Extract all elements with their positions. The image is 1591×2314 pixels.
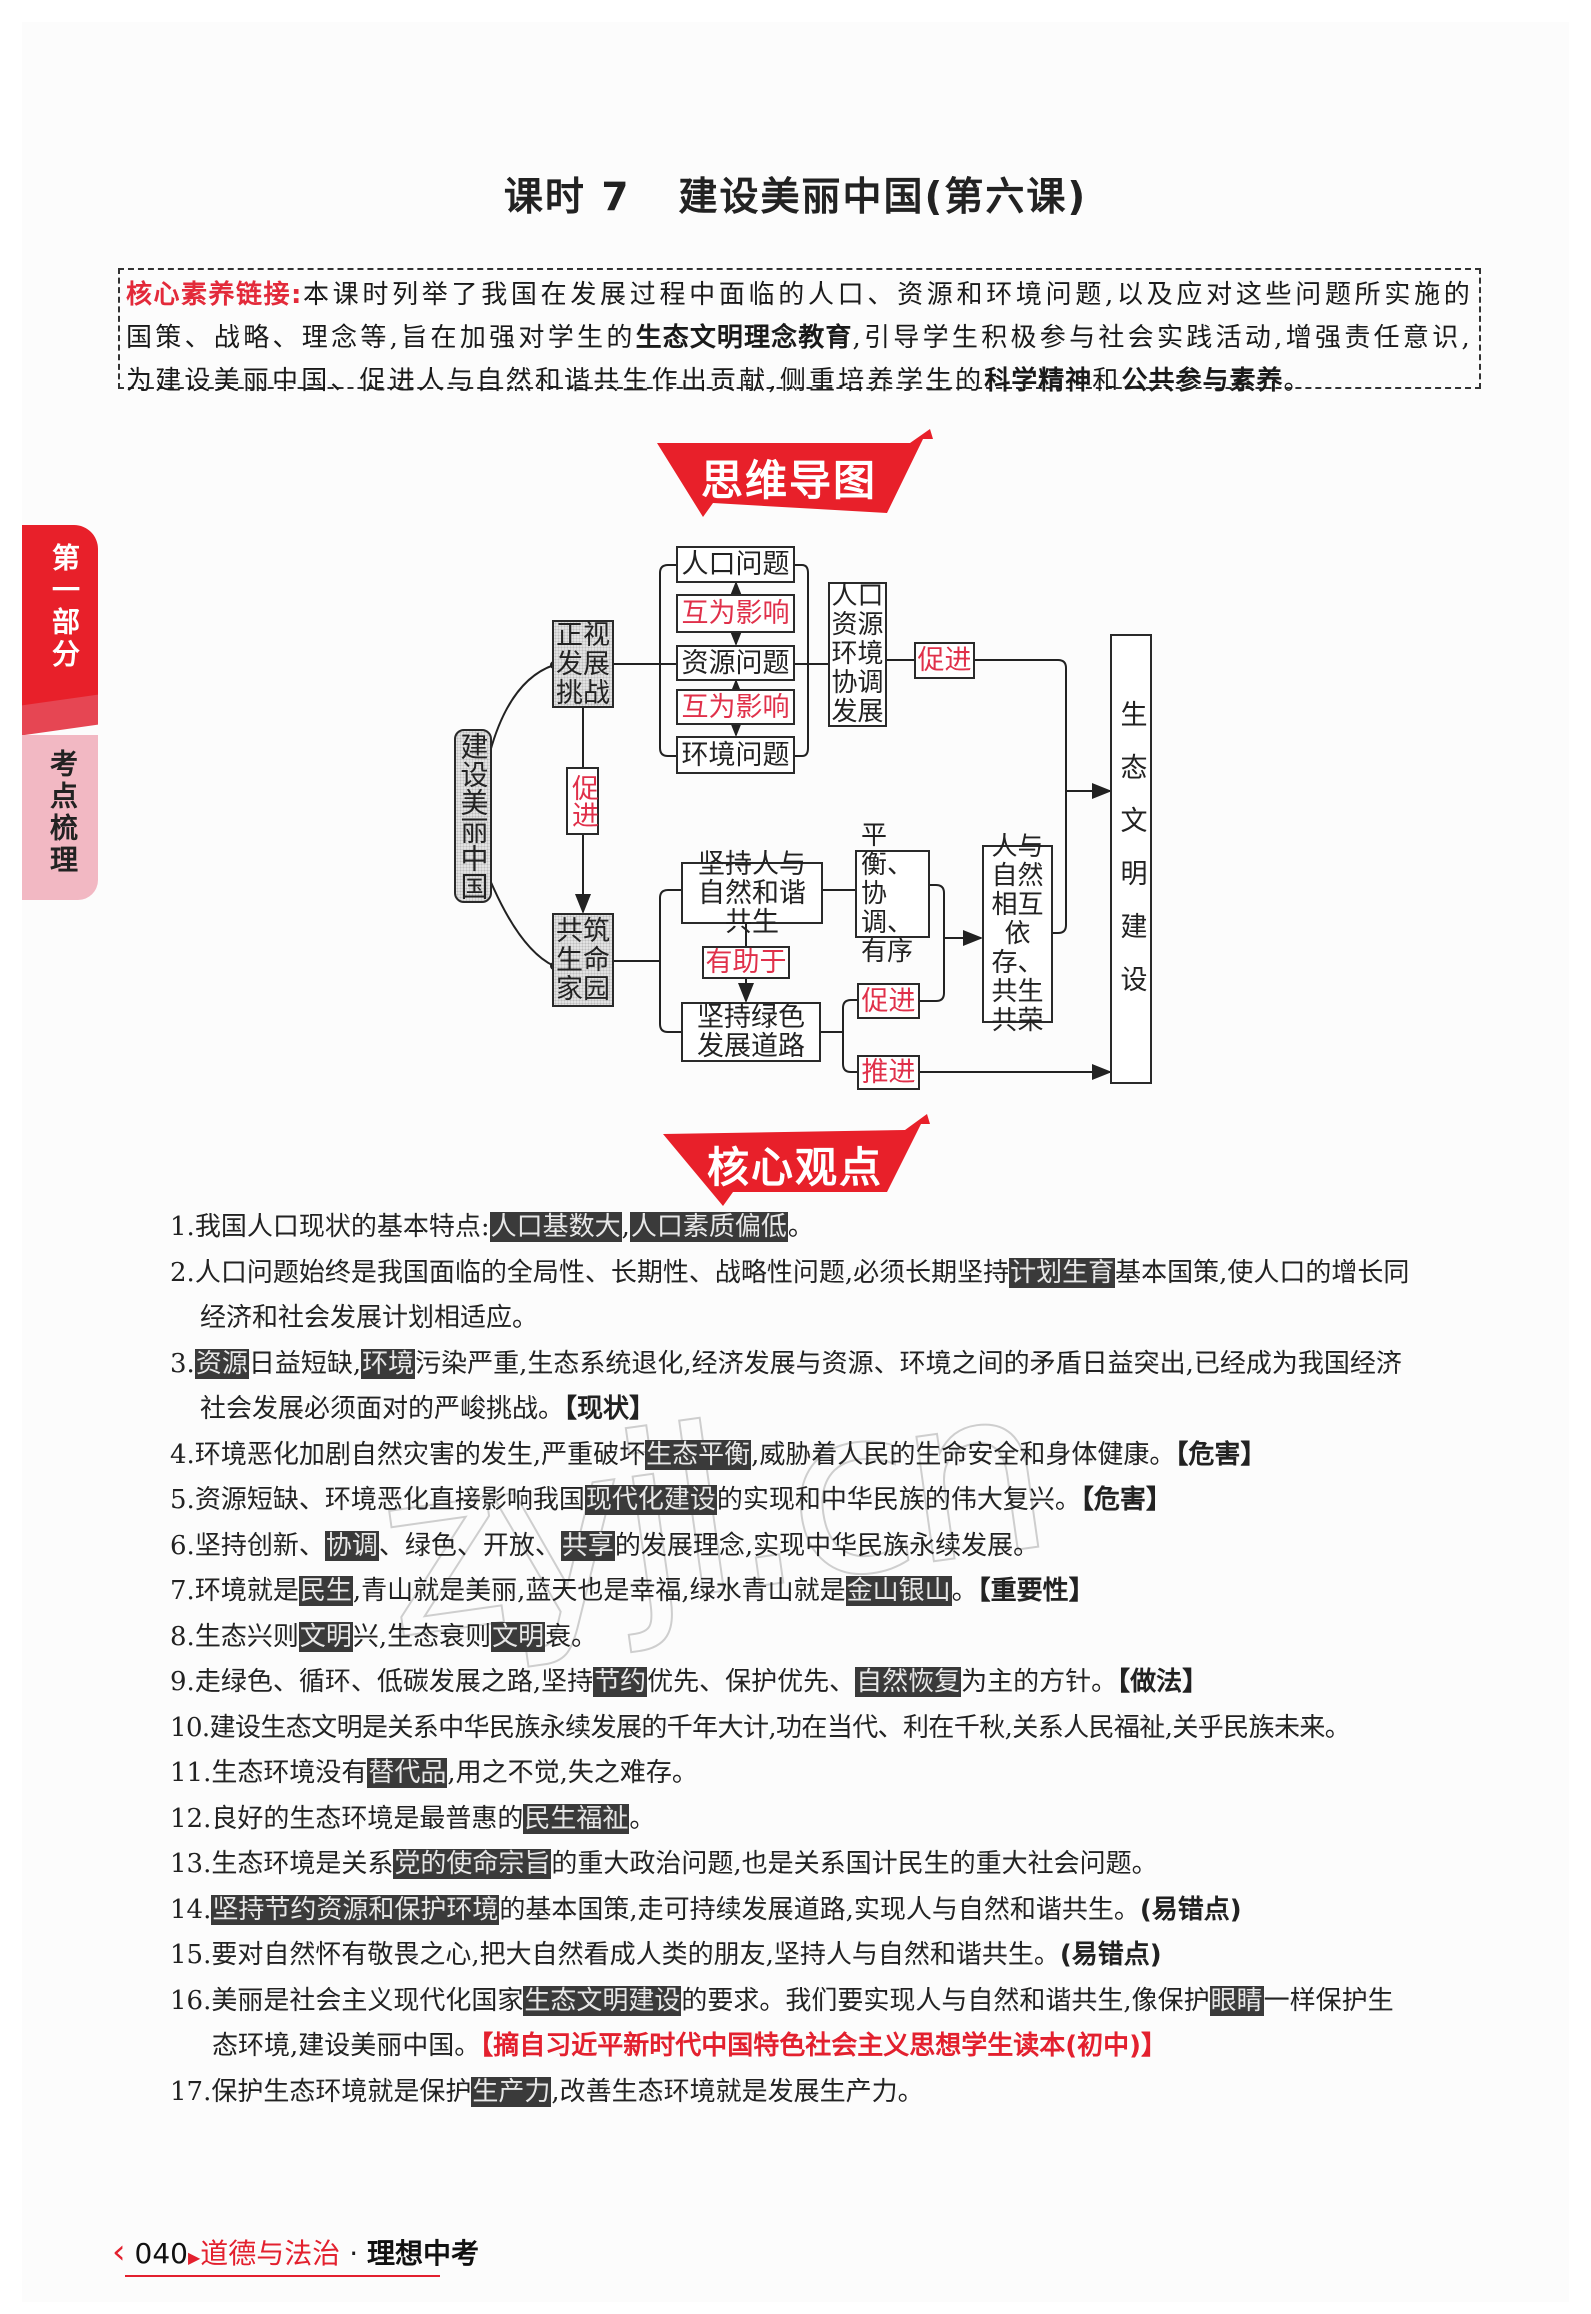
list-item: 10.建设生态文明是关系中华民族永续发展的千年大计,功在当代、利在千秋,关系人民…	[170, 1712, 1351, 1743]
answer-highlight: 资源	[194, 1348, 249, 1379]
lesson-name: 建设美丽中国(第六课)	[678, 175, 1088, 220]
mind-map-green: 坚持绿色发展道路	[681, 1002, 821, 1062]
side-tab-section-label: 考点梳理	[46, 749, 79, 877]
category-tag: 【做法】	[1117, 1667, 1209, 1697]
mind-map-promote-bottom: 促进	[857, 983, 920, 1019]
mind-map-coexist: 人与自然相互依存、共生共荣	[982, 832, 1053, 1035]
mind-map-banner-label: 思维导图	[701, 456, 878, 505]
source-citation: 【摘自习近平新时代中国特色社会主义思想学生读本(初中)】	[480, 2031, 1168, 2061]
core-literacy-text: ,引导学生积极参与社会实践活动,增强责任意识,为建设美丽中国、促进人与自然和谐共…	[126, 323, 1473, 396]
footer-underline	[125, 2275, 440, 2277]
subject-name: 道德与法治	[200, 2237, 341, 2270]
mind-map-coordinate: 人口资源环境协调发展	[828, 582, 887, 727]
core-literacy-text: 本课时列举了我国在发展过程中面临的人口、资源和环境问题,以及应对这些问题所实施的…	[126, 280, 1473, 353]
core-literacy-label: 核心素养链接:	[126, 280, 303, 310]
page-footer: ‹ 040▶道德与法治 · 理想中考	[112, 2232, 479, 2272]
triangle-right-icon: ▶	[187, 2248, 201, 2267]
mind-map-mutual-1: 互为影响	[676, 594, 795, 633]
banner-ribbon-icon	[657, 429, 933, 517]
list-item: 14.坚持节约资源和保护环境的基本国策,走可持续发展道路,实现人与自然和谐共生。…	[170, 1894, 1242, 1925]
mind-map-connectors	[489, 564, 1112, 1080]
footer-separator: ·	[349, 2237, 359, 2270]
list-item: 16.美丽是社会主义现代化国家生态文明建设的要求。我们要实现人与自然和谐共生,像…	[170, 1985, 1394, 2061]
category-tag: (易错点)	[1059, 1940, 1162, 1970]
list-item: 12.良好的生态环境是最普惠的民生福祉。	[170, 1803, 656, 1834]
lesson-number: 课时 7	[503, 175, 631, 220]
core-points-banner: 核心观点	[655, 1112, 945, 1207]
core-literacy-bold: 公共参与素养	[1121, 366, 1284, 396]
category-tag: (易错点)	[1139, 1894, 1242, 1925]
mind-map-problem-resources: 资源问题	[676, 645, 795, 681]
core-literacy-box: 核心素养链接:本课时列举了我国在发展过程中面临的人口、资源和环境问题,以及应对这…	[118, 268, 1481, 396]
chevron-left-icon: ‹	[112, 2232, 126, 2272]
core-literacy-bold: 生态文明理念教育	[635, 323, 853, 353]
answer-highlight: 自然恢复	[855, 1667, 962, 1697]
side-tab-part: 第一部分	[22, 525, 98, 707]
answer-highlight: 现代化建设	[584, 1485, 717, 1515]
list-item: 11.生态环境没有替代品,用之不觉,失之难存。	[170, 1758, 698, 1788]
answer-highlight: 人口素质偏低	[629, 1212, 788, 1242]
mind-map-root: 建设美丽中国	[454, 729, 492, 903]
category-tag: 【现状】	[564, 1394, 656, 1424]
mind-map-mutual-2: 互为影响	[676, 689, 795, 725]
mind-map-promote-top: 促进	[914, 642, 975, 679]
page-number: 040	[134, 2237, 188, 2270]
category-tag: 【重要性】	[977, 1576, 1095, 1606]
list-item: 13.生态环境是关系党的使命宗旨的重大政治问题,也是关系国计民生的重大社会问题。	[170, 1849, 1158, 1879]
banner-ribbon-icon	[663, 1114, 930, 1206]
answer-highlight: 共享	[560, 1530, 615, 1561]
list-item: 5.资源短缺、环境恶化直接影响我国现代化建设的实现和中华民族的伟大复兴。【危害】	[170, 1485, 1172, 1515]
answer-highlight: 节约	[593, 1667, 648, 1697]
answer-highlight: 生态平衡	[645, 1439, 752, 1470]
book-name: 理想中考	[367, 2237, 480, 2270]
list-item: 3.资源日益短缺,环境污染严重,生态系统退化,经济发展与资源、环境之间的矛盾日益…	[170, 1348, 1402, 1424]
list-item: 1.我国人口现状的基本特点:人口基数大,人口素质偏低。	[170, 1212, 814, 1242]
answer-highlight: 民生福祉	[523, 1803, 630, 1834]
answer-highlight: 民生	[298, 1576, 353, 1606]
answer-highlight: 文明	[298, 1621, 353, 1652]
core-literacy-text: 和	[1092, 366, 1122, 396]
category-tag: 【危害】	[1080, 1485, 1172, 1515]
mind-map-balance: 平衡、协调、有序	[855, 821, 930, 966]
core-literacy-text: 。	[1283, 366, 1313, 396]
mind-map-link-promote: 促进	[566, 767, 599, 835]
list-item: 2.人口问题始终是我国面临的全局性、长期性、战略性问题,必须长期坚持计划生育基本…	[170, 1257, 1410, 1333]
list-item: 8.生态兴则文明兴,生态衰则文明衰。	[170, 1621, 598, 1652]
list-item: 9.走绿色、循环、低碳发展之路,坚持节约优先、保护优先、自然恢复为主的方针。【做…	[170, 1667, 1209, 1697]
mind-map-goal: 生态文明建设	[1110, 634, 1152, 1084]
answer-highlight: 生态文明建设	[523, 1985, 682, 2016]
side-tab-part-label: 第一部分	[48, 543, 81, 671]
mind-map-harmony: 坚持人与自然和谐共生	[681, 850, 823, 937]
side-tab-section: 考点梳理	[22, 735, 98, 900]
list-item: 4.环境恶化加剧自然灾害的发生,严重破坏生态平衡,威胁着人民的生命安全和身体健康…	[170, 1439, 1267, 1470]
answer-highlight: 计划生育	[1009, 1257, 1116, 1288]
answer-highlight: 人口基数大	[489, 1212, 622, 1242]
answer-highlight: 金山银山	[845, 1576, 952, 1606]
mind-map-push: 推进	[857, 1055, 920, 1090]
list-item: 7.环境就是民生,青山就是美丽,蓝天也是幸福,绿水青山就是金山银山。【重要性】	[170, 1576, 1095, 1606]
answer-highlight: 环境	[361, 1348, 416, 1379]
answer-highlight: 生产力	[471, 2076, 552, 2107]
answer-highlight: 党的使命宗旨	[393, 1849, 552, 1879]
mind-map-helps: 有助于	[702, 946, 790, 979]
page-title: 课时 7 建设美丽中国(第六课)	[0, 166, 1591, 222]
core-points-banner-label: 核心观点	[707, 1143, 884, 1192]
core-literacy-bold: 科学精神	[984, 366, 1093, 396]
answer-highlight: 眼睛	[1209, 1985, 1264, 2016]
mind-map: 建设美丽中国 正视发展挑战 促进 共筑生命家园 人口问题 互为影响 资源问题 互…	[0, 0, 1591, 1120]
category-tag: 【危害】	[1175, 1439, 1267, 1470]
list-item: 15.要对自然怀有敬畏之心,把大自然看成人类的朋友,坚持人与自然和谐共生。(易错…	[170, 1940, 1162, 1970]
list-item: 6.坚持创新、协调、绿色、开放、共享的发展理念,实现中华民族永续发展。	[170, 1530, 1040, 1561]
core-points-list: 1.我国人口现状的基本特点:人口基数大,人口素质偏低。 2.人口问题始终是我国面…	[170, 1205, 1500, 2115]
answer-highlight: 协调	[324, 1530, 379, 1561]
mind-map-branch-top: 正视发展挑战	[552, 620, 614, 708]
answer-highlight: 文明	[491, 1621, 546, 1652]
mind-map-problem-population: 人口问题	[676, 546, 795, 583]
answer-highlight: 坚持节约资源和保护环境	[211, 1894, 500, 1925]
mind-map-problem-environment: 环境问题	[676, 736, 795, 774]
list-item: 17.保护生态环境就是保护生产力,改善生态环境就是发展生产力。	[170, 2076, 924, 2107]
mind-map-branch-bottom: 共筑生命家园	[552, 913, 614, 1007]
mind-map-banner: 思维导图	[655, 425, 945, 520]
answer-highlight: 替代品	[367, 1758, 448, 1788]
